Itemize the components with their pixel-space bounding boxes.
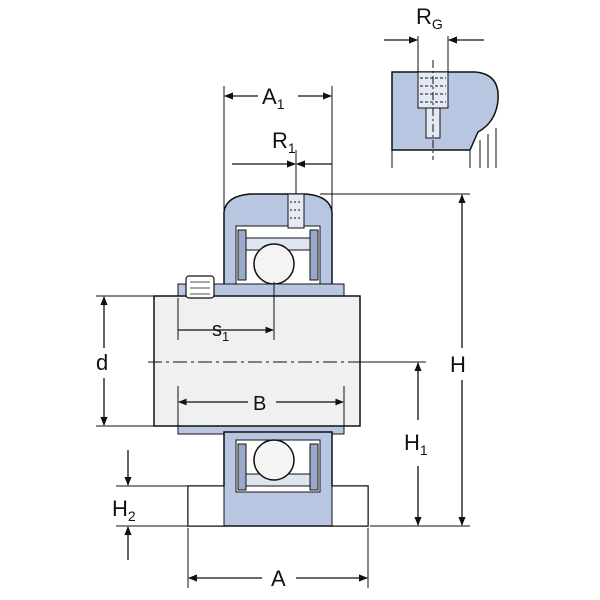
label-h2: H2	[112, 496, 136, 524]
label-s1: s1	[212, 319, 229, 344]
set-screw	[185, 275, 215, 299]
dim-a	[187, 528, 369, 588]
label-rg: RG	[416, 4, 443, 32]
label-b: B	[253, 393, 266, 415]
label-d: d	[96, 350, 108, 375]
dim-h1	[360, 361, 426, 526]
label-a: A	[271, 566, 286, 591]
dim-h	[320, 193, 470, 527]
dim-s1	[177, 282, 275, 340]
shaft	[153, 295, 361, 427]
dim-d	[96, 295, 170, 427]
dim-r1	[232, 150, 332, 194]
dim-h2	[116, 450, 188, 560]
ball-upper	[253, 243, 295, 285]
label-h: H	[450, 352, 466, 377]
label-a1: A1	[262, 84, 285, 112]
thread-detail-inset	[384, 36, 499, 168]
ball-lower	[253, 439, 295, 481]
label-h1: H1	[404, 430, 428, 458]
dim-a1	[223, 86, 333, 210]
dim-b	[177, 386, 345, 430]
label-r1: R1	[272, 128, 296, 156]
